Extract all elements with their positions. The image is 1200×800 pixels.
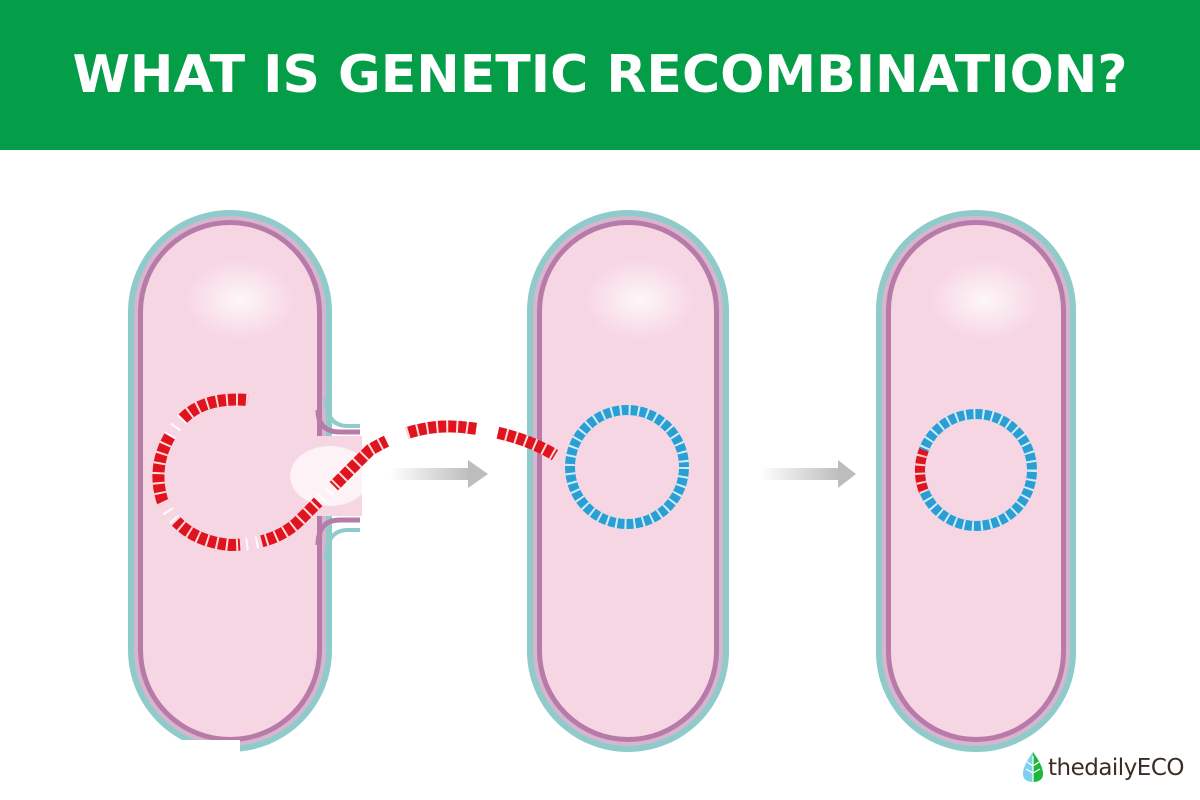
header-banner: WHAT IS GENETIC RECOMBINATION? [0,0,1200,150]
recombination-diagram [128,210,1076,760]
leaf-icon [1022,752,1043,782]
process-arrow-2 [760,460,856,488]
recipient-dna-circle [565,405,689,529]
recipient-cell [527,210,729,752]
logo-text: thedailyECO [1047,755,1185,781]
recombinant-dna-circle [914,409,1037,531]
process-arrow-1 [390,460,488,488]
brand-logo: thedailyECO [1022,752,1185,784]
image-mask [130,740,240,760]
donor-cell [128,210,370,752]
page-title: WHAT IS GENETIC RECOMBINATION? [72,45,1128,105]
donor-dna-strand [152,393,559,552]
recombinant-cell [876,210,1076,752]
